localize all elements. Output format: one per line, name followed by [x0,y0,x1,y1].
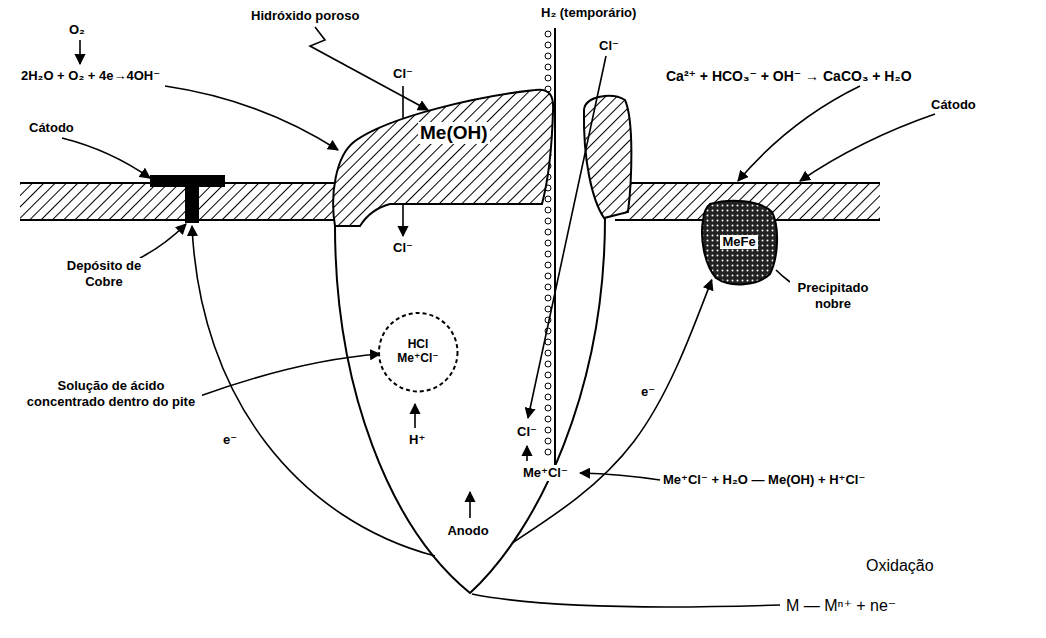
callout-label: Depósito de Cobre [58,258,150,289]
edge-label: e⁻ [640,384,656,400]
callout-label: Cl⁻ [516,424,538,440]
callout-label: Cl⁻ [392,240,414,256]
pit-outline: HCl Me⁺Cl⁻ Anodo [330,188,630,598]
callout-label: Cátodo [28,120,75,136]
hydroxide-blob: Me(OH) [330,86,555,228]
hydroxide-blob-shape [330,86,555,228]
callout-label: H₂ (temporário) [540,5,637,21]
callout-label: Cátodo [930,97,977,113]
callout-label: Oxidação [865,556,935,575]
callout-label: Cl⁻ [392,66,414,82]
node-label: HCl Me⁺Cl⁻ [389,338,447,366]
electron-arrow [512,280,712,543]
callout-label: Solução de ácido concentrado dentro do p… [20,378,202,409]
callout-label: Me⁺Cl⁻ + H₂O — Me(OH) + H⁺Cl⁻ [662,472,866,488]
callout-label: Hidróxido poroso [250,8,360,24]
callout-label: 2H₂O + O₂ + 4e→4OH⁻ [20,68,161,84]
callout-label: M — Mⁿ⁺ + ne⁻ [785,596,897,615]
node-label: Me(OH) [418,122,490,144]
node-label: Anodo [445,524,490,539]
leader-lines [62,27,935,607]
callout-label: Precipitado nobre [790,280,876,311]
hydroxide-lump [584,96,631,218]
callout-label: Ca²⁺ + HCO₃⁻ + OH⁻ → CaCO₃ + H₂O [665,68,913,85]
hydrogen-line [554,28,556,465]
callout-label: O₂ [68,22,86,38]
acid-circle: HCl Me⁺Cl⁻ [377,311,460,394]
copper-deposit [150,175,225,223]
noble-precipitate: MeFe [700,198,778,286]
callout-label: e⁻ [222,432,238,448]
callout-label: H⁺ [408,432,426,448]
callout-label: Me⁺Cl⁻ [522,465,569,481]
node-label: MeFe [720,235,757,250]
callout-label: Cl⁻ [598,38,620,54]
